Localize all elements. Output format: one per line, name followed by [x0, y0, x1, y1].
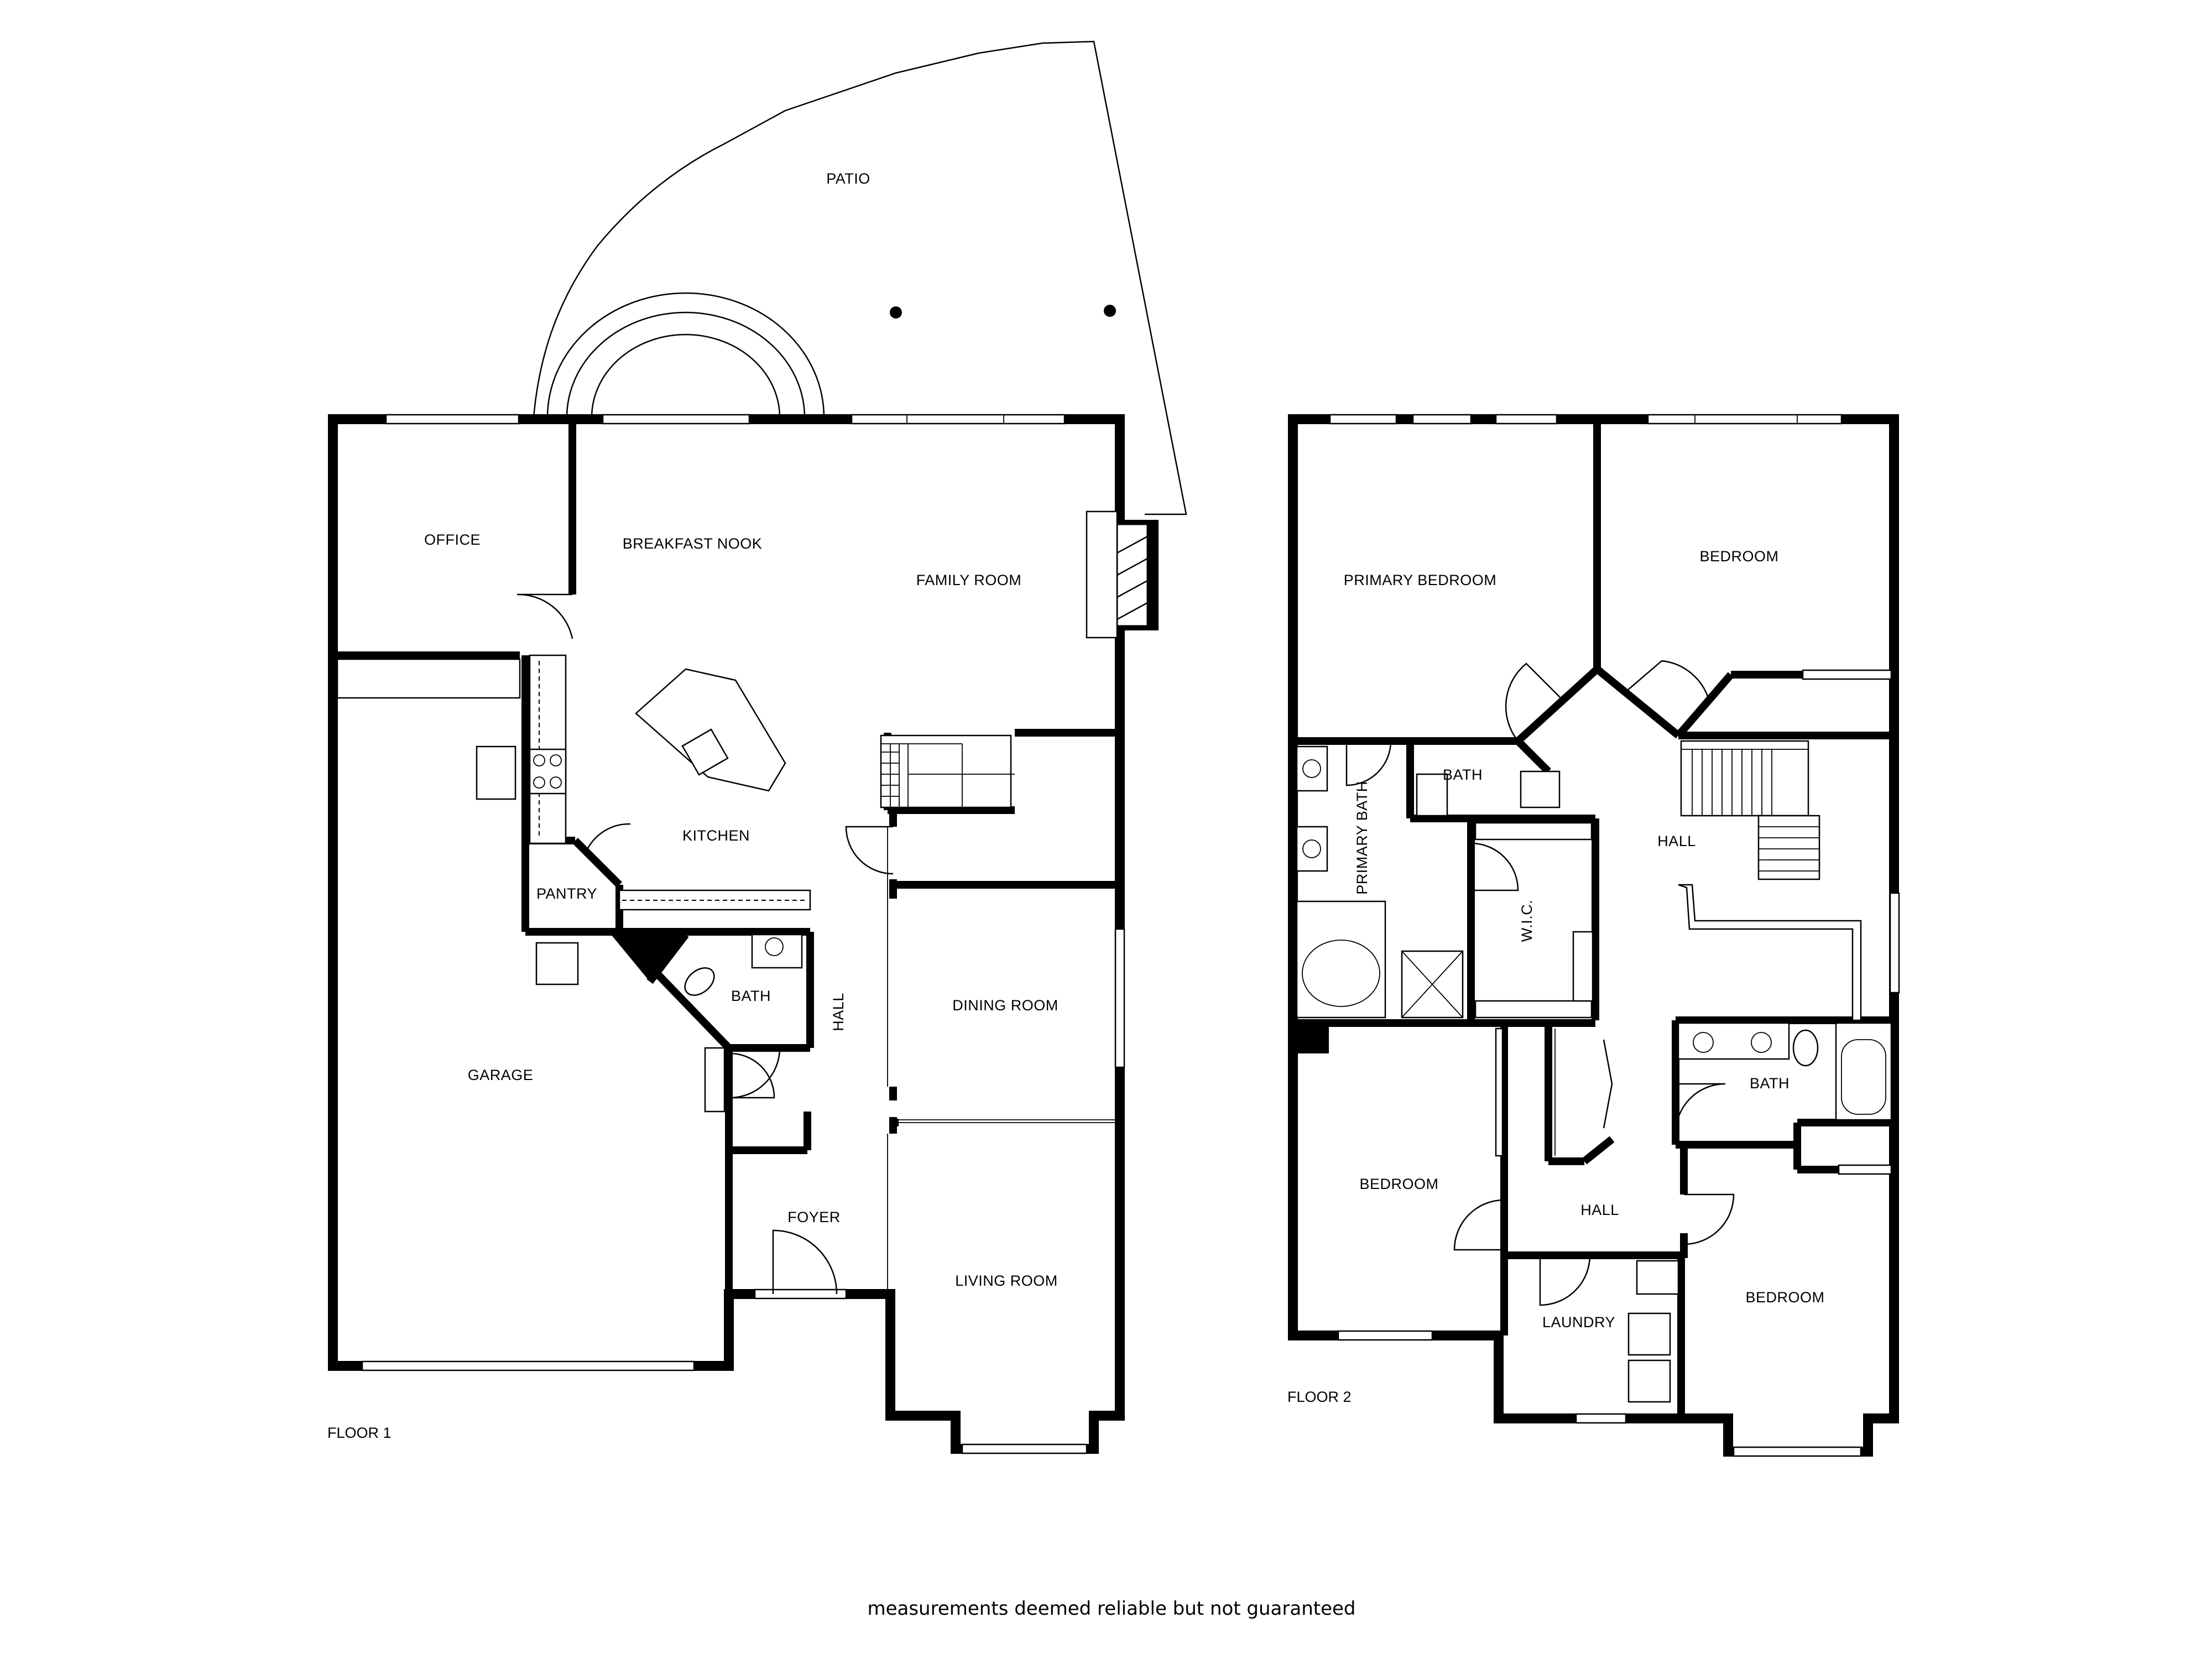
- bathtub: [1835, 1022, 1892, 1121]
- room-label-primary-bedroom: PRIMARY BEDROOM: [1344, 572, 1497, 588]
- room-label-primary-bath: PRIMARY BATH: [1354, 781, 1370, 895]
- patio-post: [890, 306, 902, 319]
- room-label-hall: HALL: [830, 993, 847, 1031]
- exterior-wall-floor1: [328, 414, 1125, 1454]
- windows-floor2: [1329, 414, 1900, 1457]
- floor-1-label: FLOOR 1: [327, 1425, 392, 1441]
- windows-floor1: [361, 414, 1125, 1454]
- garage-shelf: [336, 658, 521, 699]
- room-label-bedroom: BEDROOM: [1699, 548, 1778, 565]
- patio-post: [1104, 305, 1116, 317]
- room-label-living-room: LIVING ROOM: [955, 1272, 1058, 1289]
- closet-shelf: [1474, 1000, 1593, 1019]
- room-label-office: OFFICE: [424, 531, 481, 548]
- room-label-bath: BATH: [1443, 766, 1483, 783]
- room-label-bath: BATH: [1750, 1075, 1790, 1092]
- fireplace-hearth: [1116, 523, 1149, 627]
- stairs-floor1: [880, 734, 1015, 808]
- room-label-garage: GARAGE: [468, 1067, 534, 1083]
- laundry-sink: [1636, 1260, 1679, 1295]
- room-label-bath: BATH: [731, 988, 771, 1004]
- doors-floor2: [1345, 660, 1735, 1306]
- island-sink: [681, 728, 729, 776]
- doors-floor1: [517, 593, 894, 1295]
- disclaimer-text: measurements deemed reliable but not gua…: [867, 1598, 1355, 1620]
- vanity-sink: [1677, 1022, 1790, 1060]
- room-label-wic: W.I.C.: [1519, 900, 1535, 942]
- room-label-hall: HALL: [1580, 1202, 1619, 1218]
- closet: [1495, 1027, 1504, 1157]
- room-label-pantry: PANTRY: [536, 885, 597, 902]
- room-label-foyer: FOYER: [787, 1209, 841, 1225]
- washer: [1627, 1312, 1671, 1356]
- toilet: [684, 967, 715, 996]
- exterior-wall-floor2: [1288, 414, 1899, 1457]
- closet-shelf: [1572, 931, 1594, 1002]
- vanity-sink: [1296, 826, 1328, 872]
- room-label-kitchen: KITCHEN: [682, 827, 750, 844]
- room-label-family-room: FAMILY ROOM: [916, 572, 1022, 588]
- toilet: [1792, 1029, 1819, 1067]
- cooktop: [529, 748, 567, 795]
- room-label-patio: PATIO: [826, 170, 870, 187]
- patio-step-mid: [566, 311, 806, 418]
- room-label-dining-room: DINING ROOM: [952, 997, 1058, 1014]
- garage-utility: [476, 745, 517, 800]
- garage-utility: [535, 942, 579, 985]
- room-label-bedroom: BEDROOM: [1359, 1176, 1438, 1192]
- floor-1: PATIO OFFICE BREAKFAST NOOK FAMILY ROOM …: [327, 40, 1187, 1454]
- patio-step-outer: [546, 292, 825, 418]
- patio-step-inner: [591, 333, 781, 418]
- closet-shelf: [1474, 822, 1593, 841]
- stairs-floor2: [1678, 740, 1862, 1021]
- patio-outline: [533, 40, 1187, 515]
- bathtub: [1296, 900, 1386, 1019]
- vanity-sink: [751, 933, 803, 969]
- fireplace-surround: [1086, 510, 1118, 639]
- floor-2: PRIMARY BEDROOM BEDROOM PRIMARY BATH BAT…: [1287, 414, 1900, 1457]
- fireplace-hatch: [1117, 535, 1148, 620]
- room-label-hall: HALL: [1657, 833, 1696, 849]
- room-label-breakfast-nook: BREAKFAST NOOK: [623, 535, 763, 552]
- dryer: [1627, 1359, 1671, 1403]
- room-label-laundry: LAUNDRY: [1542, 1314, 1615, 1331]
- corner-block: [1293, 1023, 1329, 1053]
- floor-2-label: FLOOR 2: [1287, 1389, 1352, 1405]
- vanity-sink: [1296, 745, 1328, 792]
- room-label-bedroom: BEDROOM: [1745, 1289, 1824, 1306]
